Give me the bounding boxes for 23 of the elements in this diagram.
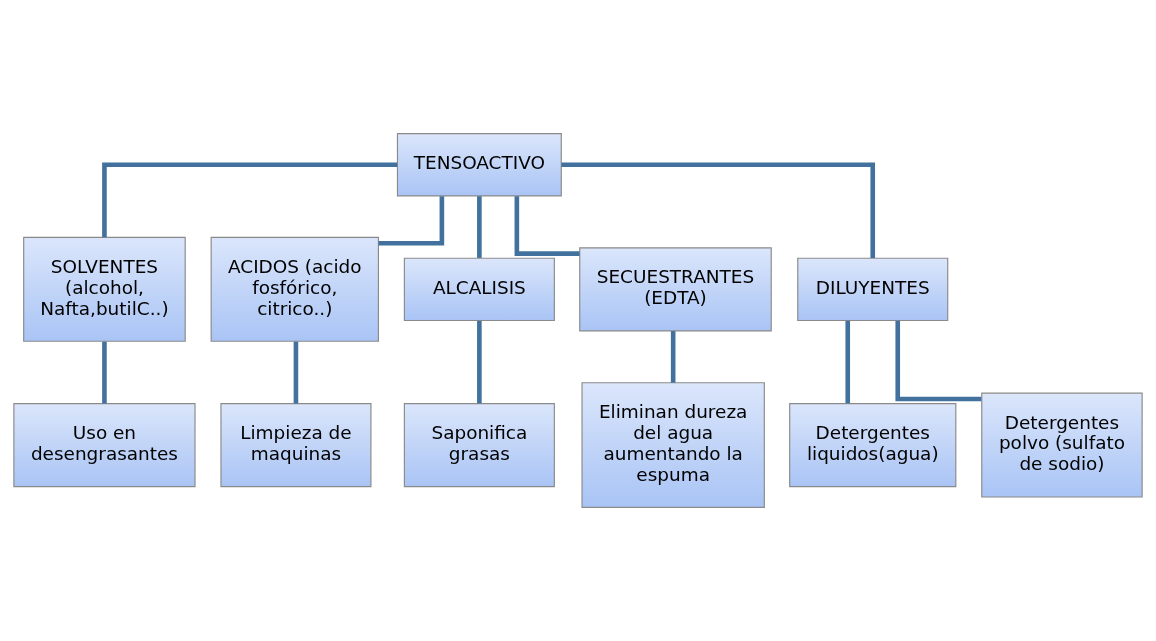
node-box: Limpieza de maquinas xyxy=(220,403,372,488)
node-box: Detergentes liquidos(agua) xyxy=(789,403,957,488)
node-box: DILUYENTES xyxy=(797,257,949,322)
connector xyxy=(102,341,107,404)
connector xyxy=(670,331,676,383)
connector xyxy=(514,196,580,256)
node-box: SOLVENTES (alcohol, Nafta,butilC..) xyxy=(23,236,186,342)
node-box: TENSOACTIVO xyxy=(396,133,562,197)
connector xyxy=(477,196,482,258)
connector xyxy=(895,320,982,402)
connector xyxy=(378,196,445,246)
node-box: Eliminan dureza del agua aumentando la espuma xyxy=(581,382,765,508)
node-box: SECUESTRANTES (EDTA) xyxy=(579,247,772,332)
node-box: ALCALISIS xyxy=(403,257,555,322)
connector xyxy=(293,341,299,404)
node-box: ACIDOS (acido fosfórico, citrico..) xyxy=(210,236,379,342)
node-box: Saponifica grasas xyxy=(403,403,555,488)
node-box: Detergentes polvo (sulfato de sodio) xyxy=(981,392,1143,498)
connector xyxy=(477,320,482,404)
connector xyxy=(561,162,876,258)
connector xyxy=(102,162,398,238)
connector xyxy=(845,320,851,404)
node-box: Uso en desengrasantes xyxy=(13,403,196,488)
